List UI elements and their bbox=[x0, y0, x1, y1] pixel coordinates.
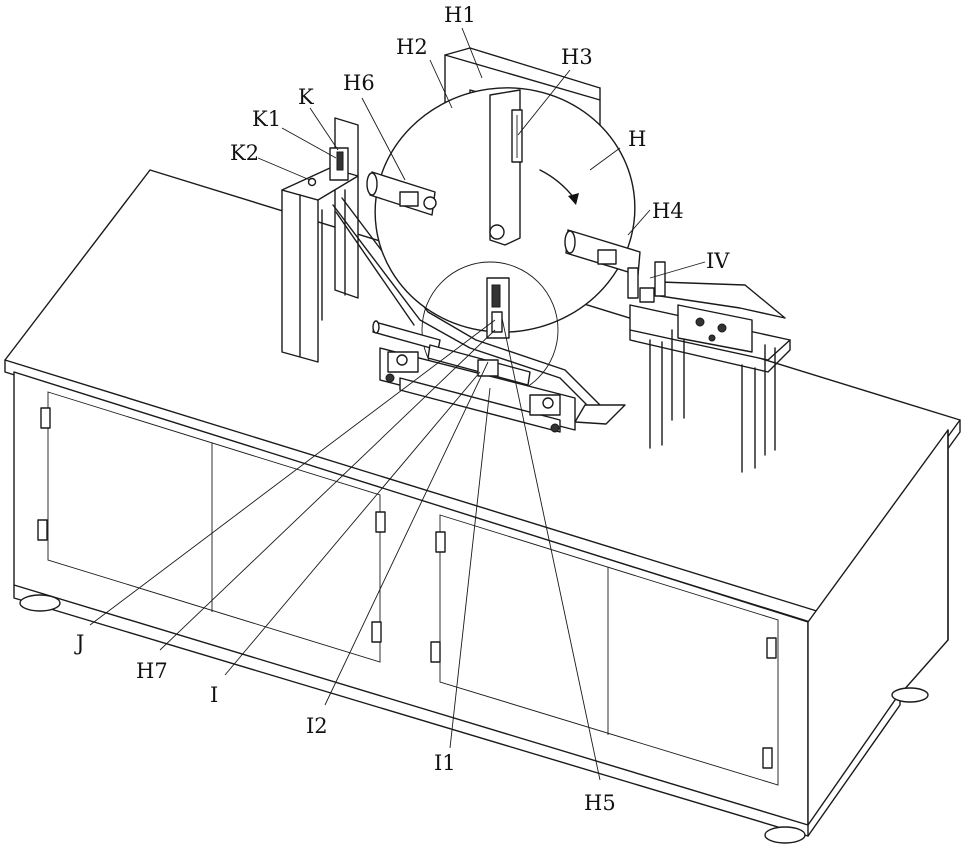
label-k: K bbox=[298, 85, 314, 109]
label-h1: H1 bbox=[444, 3, 476, 27]
label-k1: K1 bbox=[252, 107, 281, 131]
label-i1: I1 bbox=[434, 751, 456, 775]
label-h3: H3 bbox=[561, 45, 593, 69]
label-h6: H6 bbox=[343, 71, 375, 95]
h6-knob bbox=[424, 197, 436, 209]
h6-clamp bbox=[400, 192, 418, 206]
h4-clamp bbox=[598, 250, 616, 264]
foot-1 bbox=[20, 595, 60, 611]
k1-sensor bbox=[337, 152, 343, 170]
label-h5: H5 bbox=[584, 791, 616, 815]
h4-end bbox=[565, 231, 575, 253]
iv-post-1 bbox=[628, 268, 638, 298]
iv-post-2 bbox=[655, 262, 665, 296]
label-iv: IV bbox=[706, 249, 730, 273]
center-arm bbox=[490, 90, 522, 245]
hinge-1 bbox=[41, 408, 50, 428]
hinge-7 bbox=[767, 638, 776, 658]
label-h7: H7 bbox=[136, 659, 168, 683]
label-h2: H2 bbox=[396, 35, 428, 59]
iv-block bbox=[640, 288, 654, 302]
label-h4: H4 bbox=[652, 199, 684, 223]
hinge-3 bbox=[376, 512, 385, 532]
label-j: J bbox=[74, 631, 84, 655]
label-i: I bbox=[210, 683, 218, 707]
hinge-8 bbox=[763, 748, 772, 768]
left-post-back bbox=[335, 118, 358, 298]
label-i2: I2 bbox=[306, 714, 328, 738]
arm-pivot bbox=[490, 225, 504, 239]
label-k2: K2 bbox=[230, 141, 259, 165]
hinge-2 bbox=[38, 520, 47, 540]
foot-2 bbox=[765, 827, 805, 843]
hinge-4 bbox=[372, 622, 381, 642]
foot-3 bbox=[892, 688, 928, 702]
h6-end bbox=[367, 173, 377, 195]
hinge-5 bbox=[436, 532, 445, 552]
column-slot bbox=[492, 285, 500, 307]
hinge-6 bbox=[431, 642, 440, 662]
label-h: H bbox=[628, 127, 646, 151]
